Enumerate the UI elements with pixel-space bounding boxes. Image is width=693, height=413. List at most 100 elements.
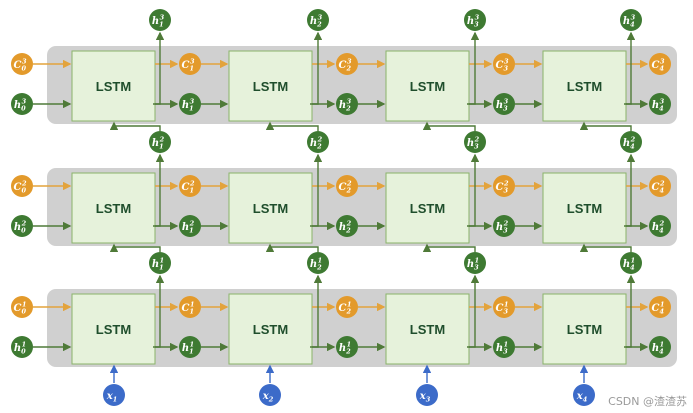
layer-1-lstm-label-3: LSTM: [410, 322, 445, 337]
layer-3-h0-node-label: h03: [14, 98, 27, 113]
input-x4-node: [573, 384, 595, 406]
layer-2-hout-2-node: [307, 131, 329, 153]
layer-1-hout-2-arrow: [310, 274, 323, 348]
layer-2-h0-node: [11, 215, 33, 237]
layer-1-c2-node-label: C21: [338, 301, 351, 316]
layer-3-hout-4-node-label: h43: [623, 14, 636, 29]
layer-2-c1-node: [179, 175, 201, 197]
layer-3-c4-node-label: C43: [651, 58, 665, 73]
layer-2-lstm-cell-2: [228, 172, 313, 244]
layer-2-input-4-arrow: [579, 243, 632, 252]
layer-3-lstm-cell-1: [71, 50, 156, 122]
input-x2-node: [259, 384, 281, 406]
layer-3-c1-node-label: C13: [181, 58, 195, 73]
layer-2-c2-node-label: C22: [338, 180, 352, 195]
layer-3-hout-2-node-label: h23: [310, 14, 323, 29]
layer-2-hout-2-arrow: [310, 153, 323, 227]
layer-1-lstm-cell-2: [228, 293, 313, 365]
layer-2-hout-3-arrow: [467, 153, 480, 227]
layer-2-h2-node-label: h22: [339, 220, 352, 235]
layer-2-hout-1-node: [149, 131, 171, 153]
layer-2-input-3-arrow: [422, 243, 476, 252]
layer-1-h3-node: [493, 336, 515, 358]
layer-2-lstm-label-4: LSTM: [567, 201, 602, 216]
layer-2-lstm-cell-1: [71, 172, 156, 244]
layer-3-hout-1-arrow: [153, 31, 165, 105]
layer-3-hout-4-arrow: [624, 31, 636, 105]
layer-1-hout-4-node: [620, 252, 642, 274]
layer-3-lstm-cell-3: [385, 50, 470, 122]
layer-2-c2-node: [336, 175, 358, 197]
layer-3-hout-1-node: [149, 9, 171, 31]
layer-1-lstm-cell-4: [542, 293, 627, 365]
layer-1-h1-node: [179, 336, 201, 358]
layer-3-c2-node: [336, 53, 358, 75]
input-x2-node-label: x2: [262, 391, 274, 404]
layer-2-h2-node: [336, 215, 358, 237]
layer-2-h4-node: [649, 215, 671, 237]
layer-1-c1-node-label: C11: [181, 301, 194, 316]
layer-1-c4-node-label: C41: [651, 301, 664, 316]
layer-3-lstm-label-1: LSTM: [96, 79, 131, 94]
layer-1-hout-1-arrow: [153, 274, 165, 348]
layer-2-hout-1-node-label: h12: [152, 136, 165, 151]
layer-3-hout-2-arrow: [310, 31, 323, 105]
layer-2-h3-node-label: h32: [496, 220, 509, 235]
layer-2-input-2-arrow: [265, 243, 319, 252]
layer-2-hout-4-node-label: h42: [623, 136, 636, 151]
layer-3-c0-node-label: C03: [13, 58, 27, 73]
layer-1-hout-3-arrow: [467, 274, 480, 348]
layer-2-hout-3-node-label: h32: [467, 136, 480, 151]
layer-3-h2-node: [336, 93, 358, 115]
layer-2-lstm-label-3: LSTM: [410, 201, 445, 216]
layer-3-hout-3-node-label: h33: [467, 14, 480, 29]
layer-3-lstm-label-4: LSTM: [567, 79, 602, 94]
layer-2-c3-node: [493, 175, 515, 197]
layer-3-c1-node: [179, 53, 201, 75]
layer-3-lstm-label-3: LSTM: [410, 79, 445, 94]
layer-3-h1-node-label: h13: [182, 98, 195, 113]
layer-3-h4-node-label: h43: [652, 98, 665, 113]
layer-1-c0-node: [11, 296, 33, 318]
layer-1-lstm-label-4: LSTM: [567, 322, 602, 337]
layer-3-c3-node: [493, 53, 515, 75]
layer-2-lstm-label-2: LSTM: [253, 201, 288, 216]
layer-1-lstm-cell-3: [385, 293, 470, 365]
layer-1-c3-node-label: C31: [495, 301, 508, 316]
layer-3-h1-node: [179, 93, 201, 115]
input-x1-node: [103, 384, 125, 406]
layer-1-h2-node-label: h21: [339, 341, 351, 356]
layer-1-h4-node-label: h41: [652, 341, 664, 356]
layer-2-hout-4-node: [620, 131, 642, 153]
layer-2-h1-node-label: h12: [182, 220, 195, 235]
layer-2-hout-1-arrow: [153, 153, 165, 227]
watermark: CSDN @渣渣苏: [608, 395, 687, 408]
layer-2-c0-node-label: C02: [13, 180, 27, 195]
layer-3-h3-node: [493, 93, 515, 115]
layer-1-hout-4-node-label: h41: [623, 257, 635, 272]
input-x1-node-label: x1: [106, 391, 118, 404]
layer-2-input-1-arrow: [109, 243, 161, 252]
layer-3-c0-node: [11, 53, 33, 75]
layer-1-hout-2-node: [307, 252, 329, 274]
layer-2-h0-node-label: h02: [14, 220, 27, 235]
layer-3-hout-1-node-label: h13: [152, 14, 165, 29]
layer-3-h4-node: [649, 93, 671, 115]
layer-2-hout-2-node-label: h22: [310, 136, 323, 151]
layer-2-h3-node: [493, 215, 515, 237]
layer-1-h0-node-label: h01: [14, 341, 26, 356]
layer-3-hout-2-node: [307, 9, 329, 31]
layer-3-h0-node: [11, 93, 33, 115]
layer-1-h4-node: [649, 336, 671, 358]
layer-3-c2-node-label: C23: [338, 58, 352, 73]
layer-2-lstm-cell-3: [385, 172, 470, 244]
layer-1-hout-3-node-label: h31: [467, 257, 479, 272]
layer-2-lstm-label-1: LSTM: [96, 201, 131, 216]
layer-3-input-2-arrow: [265, 121, 319, 131]
layer-3-input-1-arrow: [109, 121, 161, 131]
layer-1-c1-node: [179, 296, 201, 318]
layer-2-c0-node: [11, 175, 33, 197]
layer-2-c1-node-label: C12: [181, 180, 195, 195]
layer-3-hout-4-node: [620, 9, 642, 31]
